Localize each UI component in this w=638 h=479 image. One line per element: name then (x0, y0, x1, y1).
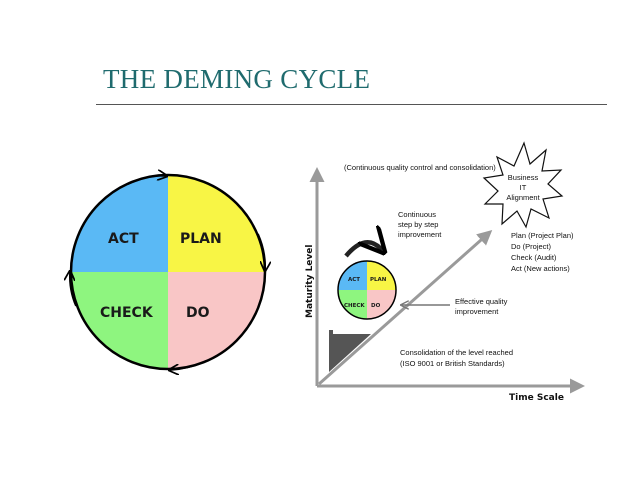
small-pdca-cycle: ACT PLAN CHECK DO (337, 260, 397, 320)
small-check-label: CHECK (344, 303, 365, 309)
x-axis-label: Time Scale (509, 393, 564, 403)
quadrant-act-label: ACT (108, 231, 139, 247)
small-quadrant-do (367, 290, 396, 319)
starburst-line-1: Business (508, 173, 539, 182)
rotation-arrow-icon (344, 242, 382, 256)
annotation-consolidation-1: Consolidation of the level reached (400, 348, 513, 357)
consolidation-wedge (329, 330, 371, 372)
big-pdca-cycle: ACT PLAN CHECK DO (70, 175, 265, 370)
starburst-line-3: Alignment (506, 193, 540, 202)
pdca-list-act: Act (New actions) (511, 264, 570, 273)
quadrant-check (71, 272, 168, 369)
quadrant-do-label: DO (186, 305, 210, 321)
annotation-consolidation-2: (ISO 9001 or British Standards) (400, 359, 505, 368)
pdca-list-do: Do (Project) (511, 242, 552, 251)
pdca-list-plan: Plan (Project Plan) (511, 231, 574, 240)
annotation-continuous-2: step by step (398, 220, 438, 229)
small-quadrant-act (338, 261, 367, 290)
arrow-top-icon (127, 176, 166, 185)
small-quadrant-check (338, 290, 367, 319)
small-do-label: DO (371, 303, 381, 309)
annotation-effective-2: improvement (455, 307, 499, 316)
quadrant-plan-label: PLAN (180, 231, 222, 247)
quadrant-plan (168, 175, 265, 272)
annotation-continuous-3: improvement (398, 230, 442, 239)
quadrant-do (168, 272, 265, 369)
small-cycle-outline (337, 260, 397, 320)
starburst-line-2: IT (520, 183, 527, 192)
quadrant-check-label: CHECK (100, 305, 154, 321)
page-title: THE DEMING CYCLE (103, 64, 371, 94)
annotation-top: (Continuous quality control and consolid… (344, 163, 496, 172)
annotation-continuous-1: Continuous (398, 210, 436, 219)
quadrant-act (71, 175, 168, 272)
arrow-right-icon (257, 233, 265, 270)
title-divider (96, 104, 607, 105)
small-quadrant-plan (367, 261, 396, 290)
y-axis-label: Maturity Level (305, 245, 315, 318)
annotation-effective-1: Effective quality (455, 297, 508, 306)
small-act-label: ACT (348, 277, 360, 283)
small-plan-label: PLAN (370, 277, 387, 283)
arrow-left-icon (70, 272, 77, 307)
arrow-bottom-icon (170, 360, 207, 370)
maturity-diagram: Maturity Level Time Scale ACT PLAN CHECK… (305, 141, 585, 403)
starburst-icon (482, 141, 564, 229)
pdca-list-check: Check (Audit) (511, 253, 557, 262)
